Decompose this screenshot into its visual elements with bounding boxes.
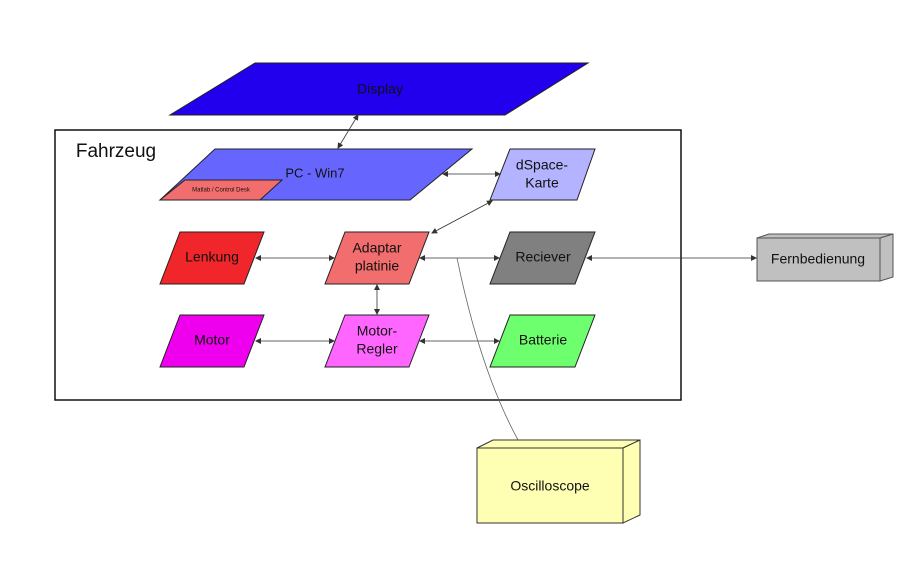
oscilloscope-node: Oscilloscope xyxy=(476,439,641,524)
oscilloscope-label: Oscilloscope xyxy=(510,478,590,494)
oscilloscope-top xyxy=(476,439,641,449)
reciever-node: Reciever xyxy=(489,231,596,285)
motorregler-shape xyxy=(324,314,430,368)
motorregler-label-2: Regler xyxy=(356,341,398,357)
arrow-dspace-adaptar xyxy=(431,200,493,234)
fernbedienung-node: Fernbedienung xyxy=(756,233,894,282)
reciever-shape xyxy=(489,231,596,285)
motor-node: Motor xyxy=(159,314,265,368)
motorregler-label-1: Motor- xyxy=(357,323,398,339)
oscilloscope-side xyxy=(622,439,641,524)
lenkung-label: Lenkung xyxy=(185,249,239,265)
pc-node: PC - Win7 Matlab / Control Desk xyxy=(158,148,474,201)
fernbedienung-label: Fernbedienung xyxy=(771,251,865,267)
display-label: Display xyxy=(357,81,403,97)
fernbedienung-side xyxy=(879,233,894,282)
motor-label: Motor xyxy=(194,332,230,348)
dspace-node: dSpace- Karte xyxy=(489,148,596,201)
adaptar-shape xyxy=(324,231,430,285)
adaptar-label-1: Adaptar xyxy=(352,240,401,256)
batterie-label: Batterie xyxy=(519,332,567,348)
matlab-label: Matlab / Control Desk xyxy=(192,188,251,194)
pc-label: PC - Win7 xyxy=(285,165,344,180)
frame-border xyxy=(54,129,682,401)
reciever-label: Reciever xyxy=(515,249,571,265)
adaptar-label-2: platinie xyxy=(355,258,400,274)
oscilloscope-probe-line xyxy=(456,257,519,441)
fahrzeug-frame: Fahrzeug xyxy=(54,129,682,401)
connectors xyxy=(255,114,757,441)
matlab-shape xyxy=(158,179,284,201)
display-shape xyxy=(168,62,590,116)
oscilloscope-front xyxy=(476,447,624,524)
fernbedienung-front xyxy=(756,237,881,282)
dspace-shape xyxy=(489,148,596,201)
dspace-label-2: Karte xyxy=(525,175,559,191)
lenkung-shape xyxy=(159,231,265,285)
arrow-display-pc xyxy=(337,114,359,149)
batterie-node: Batterie xyxy=(489,314,596,368)
fernbedienung-top xyxy=(756,233,894,239)
motor-shape xyxy=(159,314,265,368)
batterie-shape xyxy=(489,314,596,368)
motorregler-node: Motor- Regler xyxy=(324,314,430,368)
display-node: Display xyxy=(168,62,590,116)
adaptar-node: Adaptar platinie xyxy=(324,231,430,285)
dspace-label-1: dSpace- xyxy=(516,157,568,173)
frame-label: Fahrzeug xyxy=(76,141,156,162)
lenkung-node: Lenkung xyxy=(159,231,265,285)
